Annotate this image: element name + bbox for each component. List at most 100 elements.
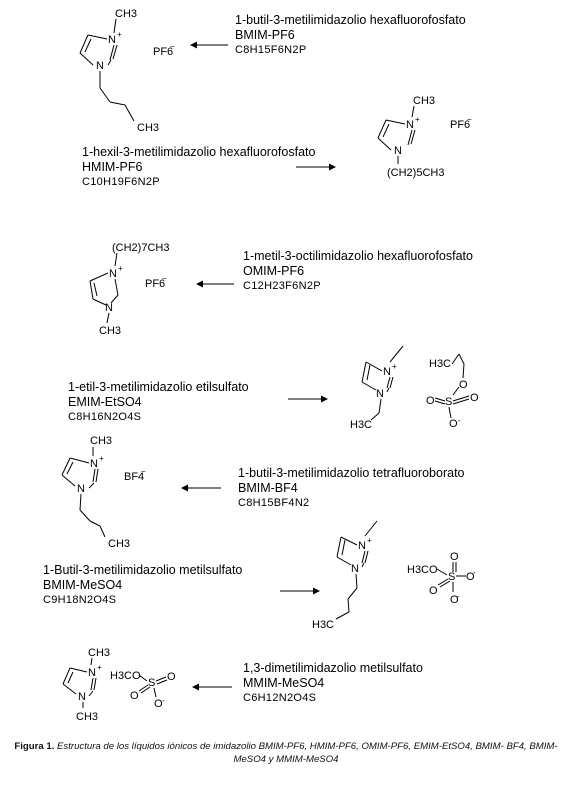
svg-text:+: + — [97, 663, 102, 672]
compound-formula: C8H16N2O4S — [68, 411, 142, 423]
compound-abbr: EMIM-EtSO4 — [68, 395, 142, 409]
svg-text:N: N — [383, 366, 391, 378]
bmim-pf6-label: 1-butil-3-metilimidazolio hexafluorofosf… — [235, 13, 466, 58]
svg-text:O: O — [450, 594, 459, 606]
hmim-pf6-label: 1-hexil-3-metilimidazolio hexafluorofosf… — [82, 145, 315, 190]
bmim-meso4-structure: N+ N H3C H3CO S O O- O O- — [312, 520, 476, 631]
omim-pf6-structure: (CH2)7CH3 N+ N CH3 PF6− — [89, 242, 169, 337]
compound-formula: C8H15BF4N2 — [238, 497, 310, 509]
svg-text:N: N — [78, 691, 86, 703]
svg-text:O: O — [130, 690, 139, 702]
svg-text:N: N — [406, 119, 414, 131]
svg-text:−: − — [170, 42, 175, 51]
compound-abbr: BMIM-BF4 — [238, 481, 298, 495]
compound-formula: C12H23F6N2P — [243, 280, 321, 292]
svg-text:O: O — [459, 379, 468, 391]
svg-text:+: + — [415, 115, 420, 124]
svg-text:S: S — [448, 571, 455, 583]
compound-name: 1-butil-3-metilimidazolio tetrafluorobor… — [238, 466, 465, 480]
svg-text:−: − — [467, 115, 472, 124]
svg-text:S: S — [148, 677, 155, 689]
bmim-bf4-structure: CH3 N+ N CH3 BF4− — [61, 435, 146, 550]
svg-text:H3C: H3C — [350, 419, 372, 431]
compound-name: 1-etil-3-metilimidazolio etilsulfato — [68, 380, 249, 394]
omim-pf6-label: 1-metil-3-octilimidazolio hexafluorofosf… — [243, 249, 473, 294]
svg-text:+: + — [367, 536, 372, 545]
svg-text:O: O — [154, 698, 163, 710]
svg-text:-: - — [457, 592, 460, 601]
svg-text:N: N — [351, 563, 359, 575]
compound-name: 1-butil-3-metilimidazolio hexafluorofosf… — [235, 13, 466, 27]
compound-name: 1-hexil-3-metilimidazolio hexafluorofosf… — [82, 145, 316, 159]
svg-text:H3CO: H3CO — [407, 564, 438, 576]
svg-text:H3C: H3C — [429, 358, 451, 370]
svg-text:N: N — [376, 388, 384, 400]
svg-text:+: + — [118, 264, 123, 273]
compound-name: 1-Butil-3-metilimidazolio metilsulfato — [43, 563, 243, 577]
svg-text:CH3: CH3 — [99, 325, 121, 337]
svg-text:CH3: CH3 — [76, 711, 98, 723]
svg-text:(CH2)5CH3: (CH2)5CH3 — [387, 167, 444, 179]
svg-text:−: − — [162, 274, 167, 283]
svg-text:N: N — [90, 458, 98, 470]
svg-text:CH3: CH3 — [115, 8, 137, 20]
compound-name: 1,3-dimetilimidazolio metilsulfato — [243, 661, 423, 675]
svg-text:O: O — [470, 392, 479, 404]
svg-text:H3C: H3C — [312, 619, 334, 631]
svg-text:PF6: PF6 — [145, 278, 165, 290]
svg-text:BF4: BF4 — [124, 471, 144, 483]
mmim-meso4-structure: CH3 N+ N CH3 H3CO S O O O- — [62, 647, 176, 723]
svg-text:O: O — [426, 395, 435, 407]
svg-text:O: O — [450, 551, 459, 563]
svg-text:CH3: CH3 — [108, 538, 130, 550]
svg-text:N: N — [394, 145, 402, 157]
compound-formula: C8H15F6N2P — [235, 44, 307, 56]
arrow-6 — [280, 587, 320, 595]
svg-text:N: N — [108, 34, 116, 46]
emim-etso4-structure: N+ N H3C H3C O S O O O- — [350, 345, 479, 431]
figure-caption-text: Estructura de los líquidos iónicos de im… — [57, 741, 558, 765]
compound-abbr: HMIM-PF6 — [82, 160, 143, 174]
compound-abbr: MMIM-MeSO4 — [243, 676, 325, 690]
compound-formula: C6H12N2O4S — [243, 692, 317, 704]
compound-abbr: OMIM-PF6 — [243, 264, 305, 278]
compound-abbr: BMIM-PF6 — [235, 28, 295, 42]
figure-label: Figura 1. — [14, 741, 55, 752]
arrow-4 — [288, 395, 328, 403]
bmim-pf6-structure: CH3 N+ N CH3 PF6− — [79, 8, 175, 134]
svg-text:N: N — [88, 667, 96, 679]
svg-text:N: N — [358, 540, 366, 552]
bmim-bf4-label: 1-butil-3-metilimidazolio tetrafluorobor… — [238, 466, 465, 511]
svg-text:PF6: PF6 — [153, 46, 173, 58]
arrow-7 — [192, 683, 232, 691]
compound-abbr: BMIM-MeSO4 — [43, 578, 123, 592]
compound-formula: C9H18N2O4S — [43, 594, 117, 606]
svg-text:-: - — [473, 568, 476, 577]
hmim-pf6-structure: CH3 N+ N (CH2)5CH3 PF6− — [377, 95, 472, 179]
svg-text:CH3: CH3 — [413, 95, 435, 107]
svg-text:−: − — [141, 467, 146, 476]
svg-text:(CH2)7CH3: (CH2)7CH3 — [112, 242, 169, 254]
svg-text:N: N — [109, 268, 117, 280]
compound-formula: C10H19F6N2P — [82, 176, 160, 188]
arrow-5 — [181, 484, 221, 492]
svg-text:+: + — [99, 454, 104, 463]
arrow-1 — [190, 41, 228, 49]
mmim-meso4-label: 1,3-dimetilimidazolio metilsulfato MMIM-… — [243, 661, 423, 706]
svg-text:O: O — [449, 418, 458, 430]
svg-text:CH3: CH3 — [88, 647, 110, 659]
svg-text:N: N — [105, 302, 113, 314]
svg-text:-: - — [162, 696, 165, 705]
arrow-2 — [296, 163, 336, 171]
svg-text:S: S — [445, 396, 452, 408]
svg-text:N: N — [96, 60, 104, 72]
arrow-3 — [196, 280, 234, 288]
svg-text:O: O — [466, 571, 475, 583]
svg-text:+: + — [117, 30, 122, 39]
svg-text:CH3: CH3 — [90, 435, 112, 447]
svg-text:N: N — [77, 483, 85, 495]
bmim-meso4-label: 1-Butil-3-metilimidazolio metilsulfato B… — [43, 563, 242, 608]
svg-text:+: + — [392, 362, 397, 371]
compound-name: 1-metil-3-octilimidazolio hexafluorofosf… — [243, 249, 473, 263]
svg-text:-: - — [458, 416, 461, 425]
